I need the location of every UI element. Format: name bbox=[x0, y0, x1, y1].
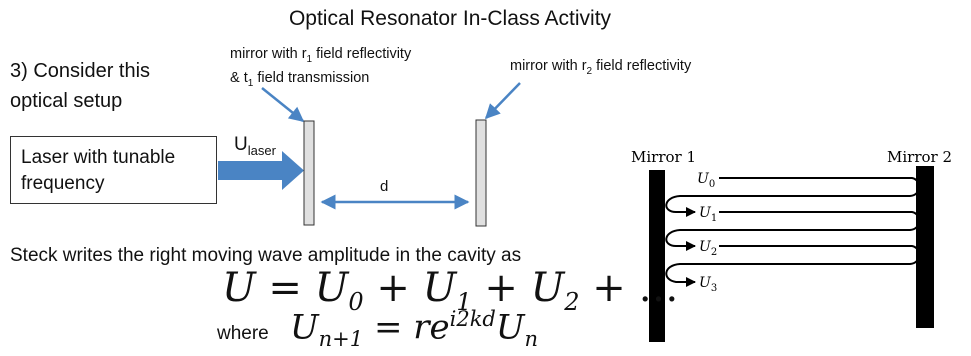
mirror-1 bbox=[303, 120, 315, 226]
distance-label: d bbox=[380, 178, 389, 195]
steck-text: Steck writes the right moving wave ampli… bbox=[10, 245, 522, 266]
mirror2-annotation: mirror with r2 field reflectivity bbox=[510, 58, 692, 77]
mirror1-pointer-arrow bbox=[261, 87, 305, 122]
laser-beam-arrow bbox=[218, 151, 304, 190]
wave-path-1 bbox=[665, 211, 921, 251]
page-title: Optical Resonator In-Class Activity bbox=[288, 7, 612, 30]
amplitude-sum-equation: U = U0 + U1 + U2 + … bbox=[222, 265, 679, 316]
wave-label-u2: U2 bbox=[699, 239, 717, 258]
wave-label-u3: U3 bbox=[699, 275, 717, 294]
cavity-mirror-1 bbox=[649, 170, 665, 342]
mirror1-annotation: mirror with r1 field reflectivity & t1 f… bbox=[230, 46, 412, 89]
laser-box: Laser with tunable frequency bbox=[10, 136, 217, 204]
wave-path-2 bbox=[665, 245, 921, 287]
wave-label-u1: U1 bbox=[699, 205, 717, 224]
where-label: where bbox=[217, 323, 269, 344]
question-text: 3) Consider this optical setup bbox=[10, 56, 150, 116]
mirror-2 bbox=[475, 119, 487, 227]
wave-label-u0: U0 bbox=[697, 171, 715, 190]
cavity-mirror1-label: Mirror 1 bbox=[631, 148, 696, 166]
u-laser-label: Ulaser bbox=[234, 134, 276, 158]
recursion-equation: Un+1 = rei2kdUn bbox=[290, 307, 539, 352]
cavity-mirror2-label: Mirror 2 bbox=[887, 148, 952, 166]
cavity-mirror-2 bbox=[916, 166, 934, 328]
wave-path-0 bbox=[665, 177, 921, 217]
laser-box-line-1: Laser with tunable bbox=[21, 147, 176, 168]
question-line-1: 3) Consider this bbox=[10, 60, 151, 82]
laser-box-line-2: frequency bbox=[21, 173, 105, 194]
question-line-2: optical setup bbox=[10, 90, 123, 112]
mirror2-pointer-arrow bbox=[484, 82, 521, 120]
